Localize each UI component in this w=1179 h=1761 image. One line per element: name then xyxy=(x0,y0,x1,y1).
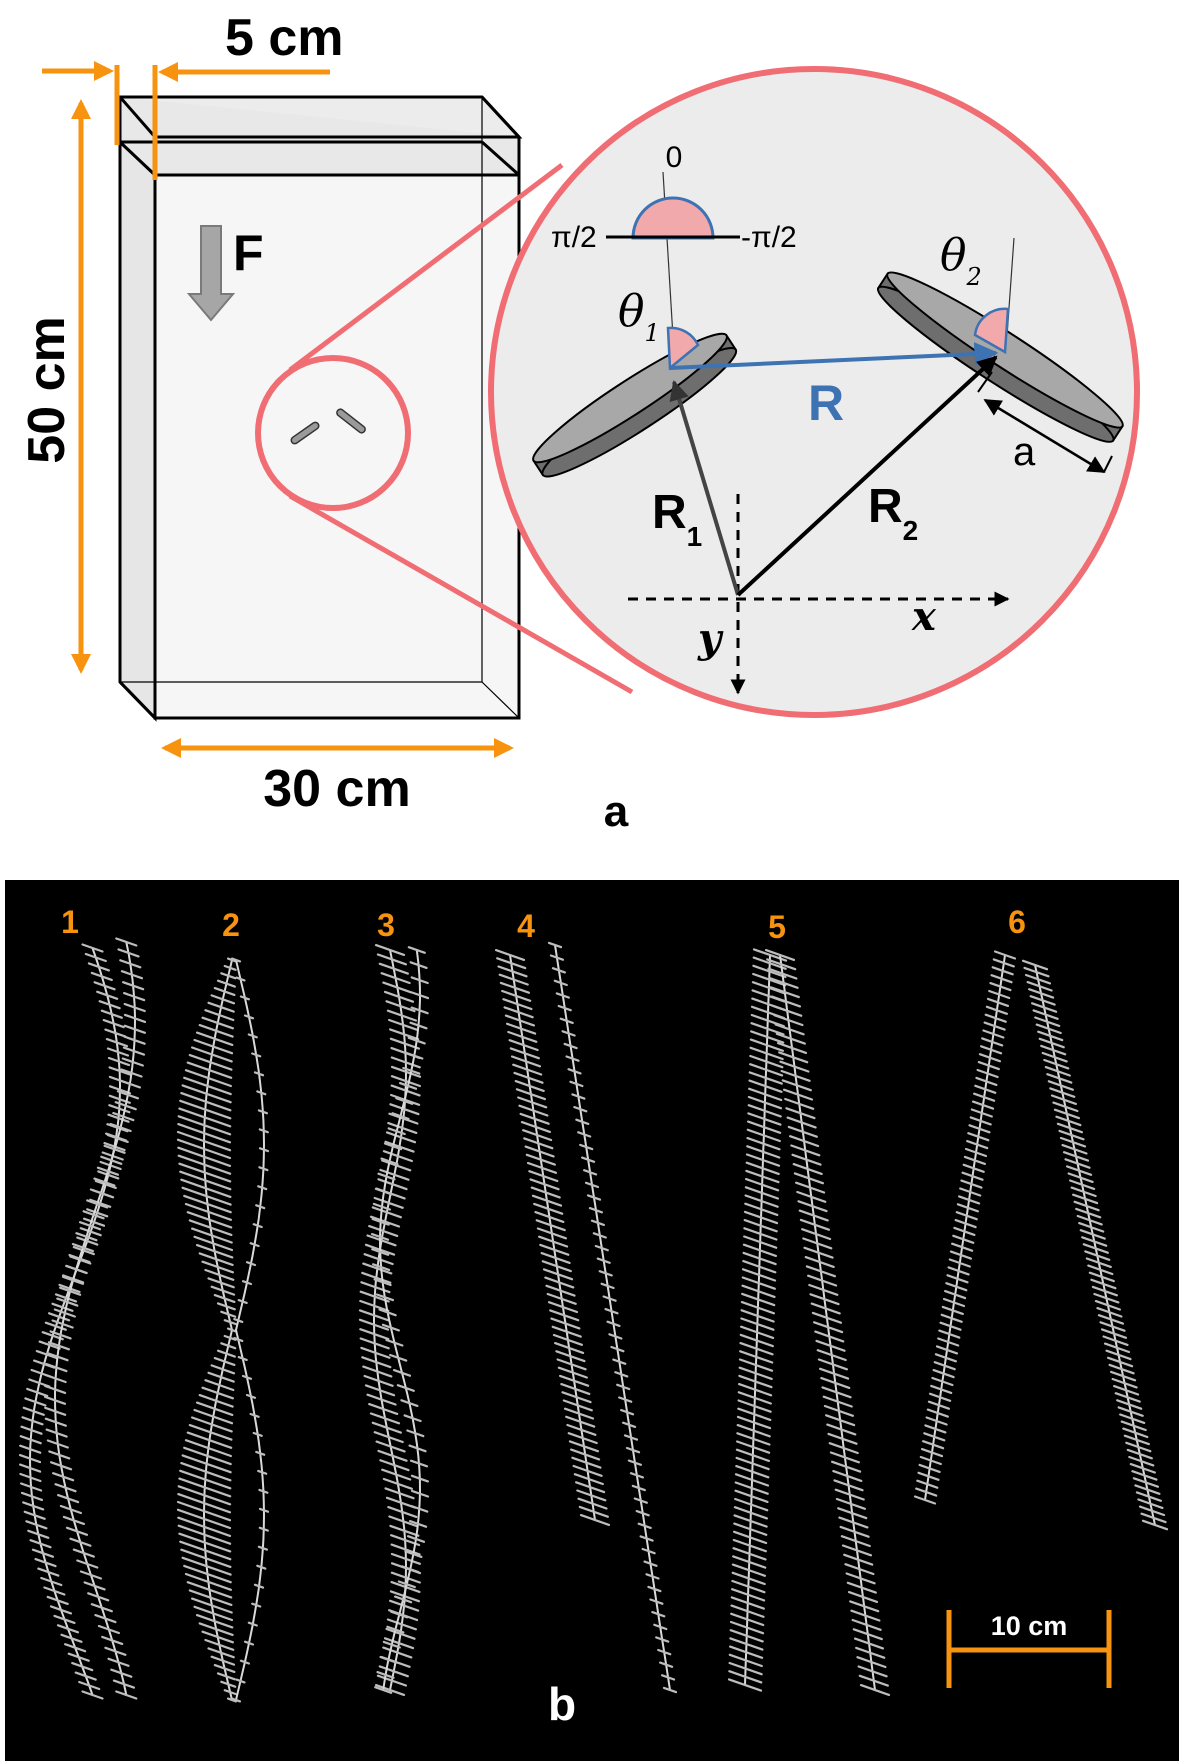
theta1-wedge xyxy=(666,326,700,371)
R2-vector xyxy=(736,355,998,597)
trajectory-label-6: 6 xyxy=(1008,904,1026,940)
angle-right-label: -π/2 xyxy=(741,221,797,254)
R2-label: R2 xyxy=(868,480,918,546)
trajectory-5b xyxy=(764,948,891,1697)
trajectory-label-3: 3 xyxy=(377,907,395,943)
force-label: F xyxy=(233,225,264,281)
trajectory-3b xyxy=(370,946,430,1694)
trajectory-2a xyxy=(176,957,238,1703)
trajectory-label-2: 2 xyxy=(222,907,240,943)
theta2-label: θ2 xyxy=(940,230,982,291)
R1-label: R1 xyxy=(652,486,702,552)
theta1-label: θ1 xyxy=(618,286,660,347)
trajectory-labels: 1 2 3 4 5 6 xyxy=(61,904,1026,945)
trajectory-6a xyxy=(913,950,1017,1505)
panel-b: 1 2 3 4 5 6 10 cm b xyxy=(5,880,1179,1761)
trajectories xyxy=(18,937,1169,1703)
angle-left-label: π/2 xyxy=(551,221,597,254)
trajectory-label-4: 4 xyxy=(517,908,535,944)
zoom-connector-bottom xyxy=(288,493,634,695)
angle-gauge xyxy=(606,196,740,240)
x-axis-label: x xyxy=(911,593,937,640)
photo-background xyxy=(5,880,1179,1761)
thickness-dimension xyxy=(42,61,330,180)
force-arrow xyxy=(186,225,236,322)
panel-b-label: b xyxy=(548,1678,576,1730)
panel-a-label: a xyxy=(604,787,629,836)
theta2-wedge xyxy=(973,307,1010,355)
trajectory-4b xyxy=(547,941,678,1694)
trajectory-1b xyxy=(43,937,147,1700)
trajectory-label-1: 1 xyxy=(61,904,79,940)
width-label: 30 cm xyxy=(263,760,410,818)
a-label: a xyxy=(1013,430,1036,474)
angle-zero-label: 0 xyxy=(666,141,683,174)
panel-a: 5 cm 50 cm 30 cm F xyxy=(18,9,1140,836)
zoom-connector-top xyxy=(288,163,564,372)
trajectory-label-5: 5 xyxy=(768,909,786,945)
trajectory-4a xyxy=(494,948,611,1527)
trajectory-5a xyxy=(727,948,788,1692)
R-vector xyxy=(669,342,999,370)
a-dimension xyxy=(983,398,1106,474)
thickness-label: 5 cm xyxy=(225,9,344,67)
R-label: R xyxy=(808,375,844,431)
small-zoom-circle xyxy=(255,355,411,511)
y-axis-label: y xyxy=(697,615,724,662)
big-zoom-circle: 0 π/2 -π/2 θ1 θ2 R xyxy=(488,66,1140,718)
height-label: 50 cm xyxy=(18,316,76,463)
trajectory-3a xyxy=(358,943,422,1697)
tank-box xyxy=(116,95,523,722)
R1-vector xyxy=(669,380,740,596)
trajectory-2b xyxy=(230,957,270,1703)
scale-bar-label: 10 cm xyxy=(991,1611,1068,1641)
trajectory-6b xyxy=(1021,959,1169,1531)
scale-bar xyxy=(946,1610,1112,1688)
